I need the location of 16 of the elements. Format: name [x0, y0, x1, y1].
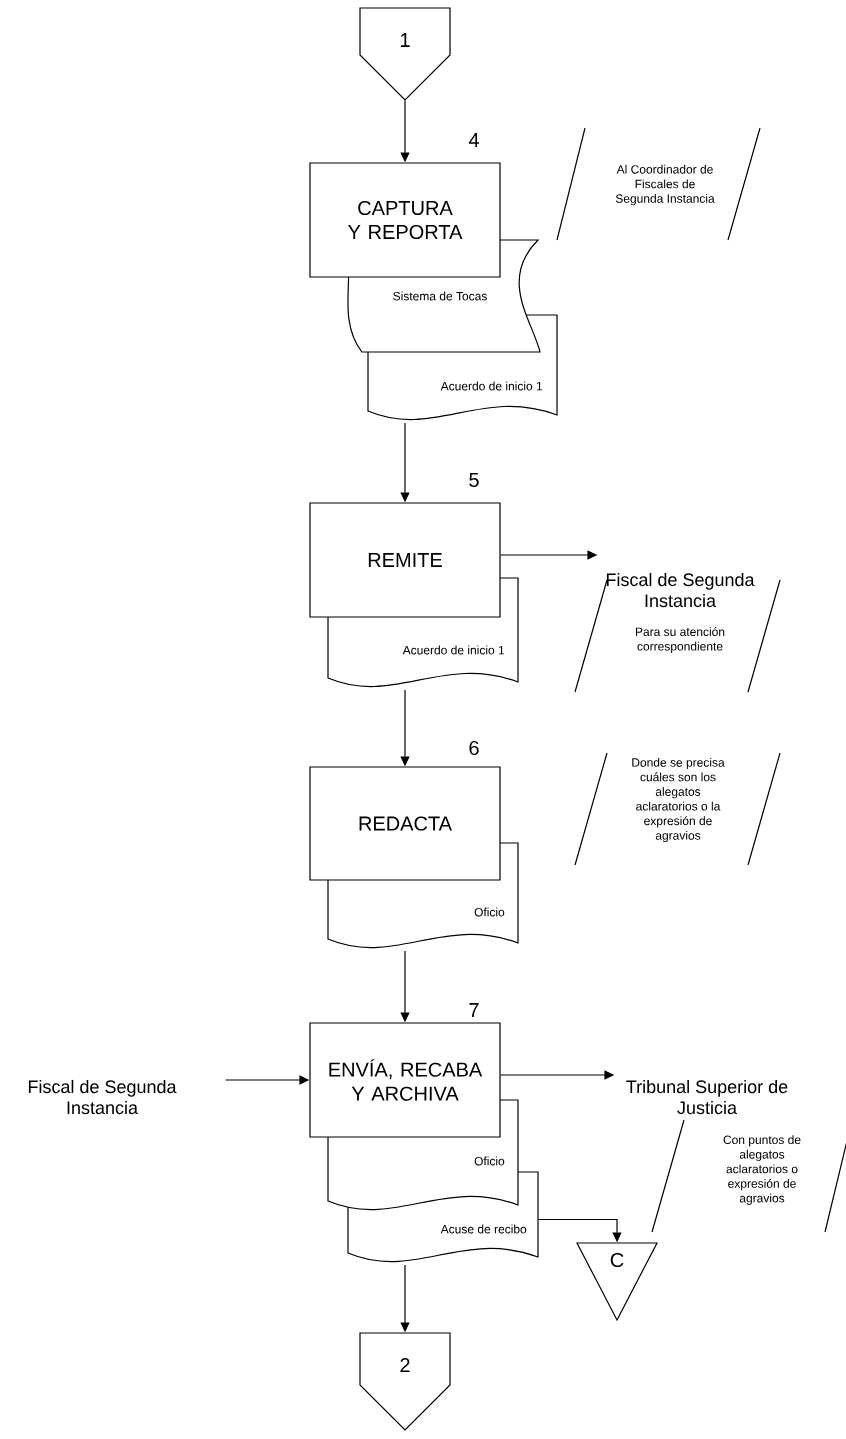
off-page-connector: 1	[359, 7, 451, 101]
recipient-label: Tribunal Superior de Justicia	[626, 1079, 788, 1115]
recipient-label: Fiscal de Segunda Instancia	[606, 572, 755, 608]
process-box: CAPTURA Y REPORTA	[309, 162, 501, 278]
process-box: ENVÍA, RECABA Y ARCHIVA	[309, 1022, 501, 1138]
step-number: 5	[469, 473, 479, 487]
annotation-text: Donde se precisa cuáles son los alegatos aclaratorios o la expresión de agravios	[574, 752, 781, 866]
annotation-text: Al Coordinador de Fiscales de Segunda Instancia	[556, 127, 761, 241]
process-box: REDACTA	[309, 766, 501, 881]
annotation-text: Con puntos de alegatos aclaratorios o expresión de agravios	[651, 1119, 846, 1233]
off-page-connector: 2	[359, 1332, 451, 1431]
process-box: REMITE	[309, 502, 501, 618]
recipient-label: Fiscal de Segunda Instancia	[28, 1079, 177, 1115]
step-number: 4	[468, 133, 479, 147]
step-number: 7	[469, 1003, 479, 1017]
step-number: 6	[469, 740, 479, 756]
